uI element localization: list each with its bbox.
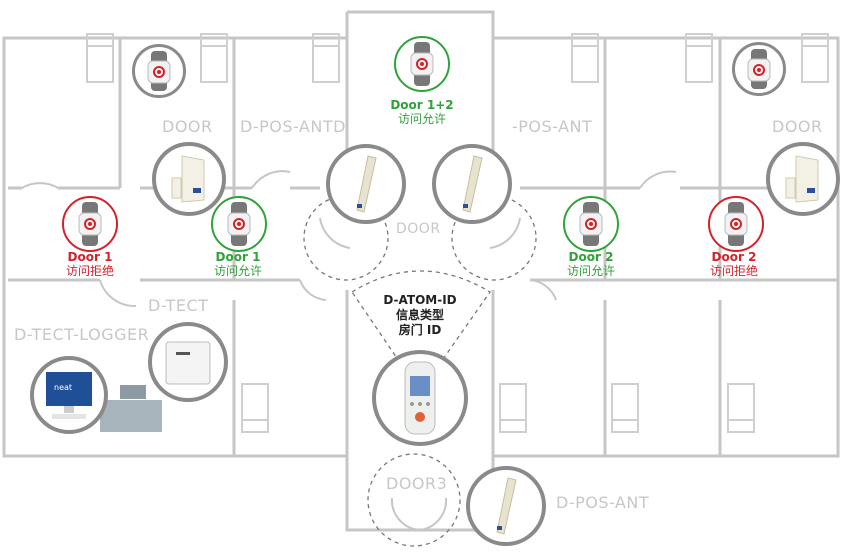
pager-handset-icon	[372, 350, 468, 446]
receiver-box-icon	[148, 322, 228, 402]
status-door-label: Door 1	[67, 250, 113, 264]
door-sensor-icon	[766, 142, 840, 216]
status-access-label: 访问允许	[397, 112, 446, 126]
zone-label-door-center: DOOR	[396, 221, 441, 237]
status-access-label: 访问允许	[566, 264, 615, 278]
beds	[86, 33, 829, 433]
door-sensor-icon	[152, 142, 226, 216]
zone-label-door3: DOOR3	[386, 474, 448, 493]
status-left-green: Door 1 访问允许	[204, 251, 272, 277]
coverage-zones	[303, 195, 537, 547]
status-top-center: Door 1+2 访问允许	[388, 99, 456, 125]
wristband-transmitter-icon	[62, 196, 118, 252]
status-door-label: Door 2	[568, 250, 614, 264]
info-line-3: 房门 ID	[398, 323, 442, 337]
wristband-transmitter-icon	[732, 42, 786, 96]
status-right-green: Door 2 访问允许	[557, 251, 625, 277]
status-access-label: 访问允许	[213, 264, 262, 278]
antenna-icon	[326, 144, 406, 224]
antenna-icon	[466, 466, 546, 546]
zone-label-dtect: D-TECT	[148, 296, 209, 315]
monitor-icon: neat	[30, 356, 108, 434]
zone-label-dposant-left: D-POS-ANTD	[240, 117, 346, 136]
zone-label-dposant-bottom: D-POS-ANT	[556, 493, 650, 512]
status-access-label: 访问拒绝	[709, 264, 758, 278]
status-right-red: Door 2 访问拒绝	[700, 251, 768, 277]
zone-label-door-top-left: DOOR	[162, 117, 213, 136]
wristband-transmitter-icon	[211, 196, 267, 252]
zone-label-pos-ant-right: -POS-ANT	[512, 117, 593, 136]
wristband-transmitter-icon	[708, 196, 764, 252]
wristband-transmitter-icon	[132, 44, 186, 98]
info-box: D-ATOM-ID 信息类型 房门 ID	[378, 293, 462, 338]
status-access-label: 访问拒绝	[65, 264, 114, 278]
door-swings	[21, 170, 677, 531]
info-line-1: D-ATOM-ID	[383, 293, 457, 307]
monitor-logo-text: neat	[54, 383, 72, 392]
antenna-icon	[432, 144, 512, 224]
info-line-2: 信息类型	[395, 308, 444, 322]
desk	[100, 385, 162, 432]
wristband-transmitter-icon	[394, 36, 450, 92]
status-left-red: Door 1 访问拒绝	[56, 251, 124, 277]
status-door-label: Door 2	[711, 250, 757, 264]
zone-label-door-top-right: DOOR	[772, 117, 823, 136]
zone-label-dtect-logger: D-TECT-LOGGER	[14, 325, 150, 344]
status-door-label: Door 1	[215, 250, 261, 264]
status-door-label: Door 1+2	[390, 98, 454, 112]
wristband-transmitter-icon	[563, 196, 619, 252]
